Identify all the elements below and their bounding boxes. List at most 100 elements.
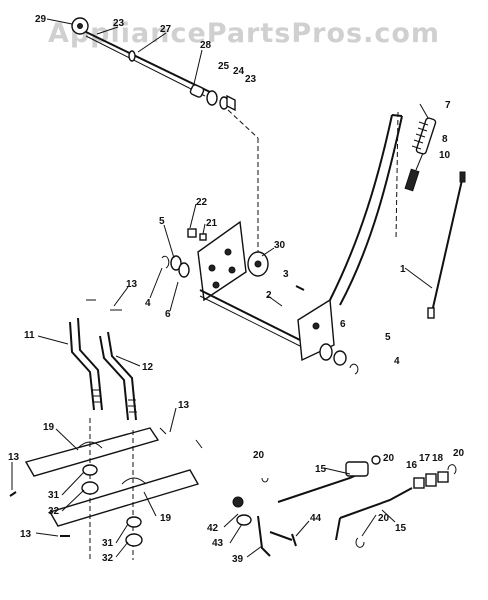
part-32-nut-a [81, 481, 99, 495]
lift-shaft-bracket [187, 220, 335, 362]
part-15-rod-b [339, 487, 413, 519]
part-13-pin-left [9, 491, 17, 497]
callout-6b: 6 [340, 319, 346, 330]
callout-16: 16 [406, 460, 418, 471]
callout-3: 3 [283, 269, 289, 280]
part-handle-tube [329, 114, 393, 301]
part-17-ferrule [425, 473, 437, 487]
callout-31: 31 [48, 490, 60, 501]
callout-28: 28 [200, 40, 212, 51]
part-4-clip-right [349, 363, 359, 375]
callout-19b: 19 [160, 513, 172, 524]
part-bracket-plate [197, 220, 247, 302]
callout-20d: 20 [378, 513, 390, 524]
callout-30: 30 [274, 240, 286, 251]
callout-44: 44 [310, 513, 322, 524]
callout-15b: 15 [395, 523, 407, 534]
callout-17: 17 [419, 453, 431, 464]
part-1-control-rod [427, 171, 466, 319]
part-7-grip [415, 117, 437, 155]
part-43-washer [236, 514, 252, 526]
callout-1: 1 [400, 264, 406, 275]
callout-12: 12 [142, 362, 154, 373]
lift-links [69, 299, 137, 421]
lift-handle-assembly [329, 111, 437, 306]
callout-4: 4 [145, 298, 151, 309]
callout-32b: 32 [102, 553, 114, 564]
callout-8: 8 [442, 134, 448, 145]
callout-4b: 4 [394, 356, 400, 367]
callout-13d: 13 [20, 529, 32, 540]
part-10-spring [404, 168, 420, 192]
part-16-nut [413, 477, 425, 489]
part-5-washer-right [333, 350, 347, 366]
part-39-bracket [257, 515, 271, 557]
callout-5b: 5 [385, 332, 391, 343]
part-4-clip-left [161, 255, 170, 269]
part-28-collar [128, 50, 136, 62]
part-20-clip-c [447, 464, 457, 475]
part-11-link [69, 321, 95, 411]
callout-25: 25 [218, 61, 230, 72]
part-12-link [99, 335, 129, 421]
callout-31b: 31 [102, 538, 114, 549]
callout-20b: 20 [383, 453, 395, 464]
callout-23b: 23 [245, 74, 257, 85]
callout-32: 32 [48, 506, 60, 517]
part-20-clip-d [355, 537, 365, 548]
part-2-shaft [199, 289, 311, 346]
part-18-nut [437, 471, 449, 483]
callout-labels: 29 23 27 28 25 24 23 7 8 10 22 21 5 30 3… [8, 14, 465, 565]
callout-24: 24 [233, 66, 245, 77]
callout-18: 18 [432, 453, 444, 464]
callout-19: 19 [43, 422, 55, 433]
callout-22: 22 [196, 197, 208, 208]
callout-13: 13 [126, 279, 138, 290]
callout-15: 15 [315, 464, 327, 475]
part-21-nut [199, 233, 207, 241]
part-19-arm-lower [48, 469, 200, 527]
callout-2: 2 [266, 290, 272, 301]
callout-10: 10 [439, 150, 451, 161]
callout-20: 20 [253, 450, 265, 461]
part-31-spacer-a [82, 464, 98, 476]
callout-43: 43 [212, 538, 224, 549]
part-8-button [415, 152, 424, 171]
part-44-bolt [269, 531, 297, 547]
callout-21: 21 [206, 218, 218, 229]
part-3-pin [295, 285, 305, 291]
part-5-washer-left [170, 255, 182, 271]
leader-lines [11, 18, 433, 558]
callout-13c: 13 [8, 452, 20, 463]
callout-11: 11 [24, 330, 35, 341]
callout-42: 42 [207, 523, 219, 534]
part-20-clip-a [261, 477, 269, 483]
callout-29: 29 [35, 14, 47, 25]
lower-right-linkage [232, 455, 457, 557]
part-23-nut [226, 94, 236, 112]
part-6-bushing-right [319, 343, 333, 361]
part-27-rod [85, 31, 211, 93]
callout-7: 7 [445, 100, 451, 111]
part-42-bolt [232, 496, 244, 508]
lower-lift-arms [9, 418, 203, 560]
callout-27: 27 [160, 24, 172, 35]
callout-23: 23 [113, 18, 125, 29]
washer-set-right [319, 343, 359, 375]
lift-link-rod-assembly [71, 17, 259, 252]
part-25-washer [206, 90, 218, 106]
part-19-arm-upper [24, 427, 160, 477]
part-28-nut [189, 84, 205, 98]
part-6-bushing-left [178, 262, 190, 278]
callout-5: 5 [159, 216, 165, 227]
callout-20c: 20 [453, 448, 465, 459]
callout-6: 6 [165, 309, 171, 320]
part-13-pins-top [86, 299, 122, 311]
washer-set-left [161, 255, 190, 278]
callout-13b: 13 [178, 400, 190, 411]
part-22-bolt [187, 228, 197, 238]
part-32-nut-b [125, 533, 143, 547]
part-31-spacer-b [126, 516, 142, 528]
part-13-pins-right [159, 427, 203, 449]
